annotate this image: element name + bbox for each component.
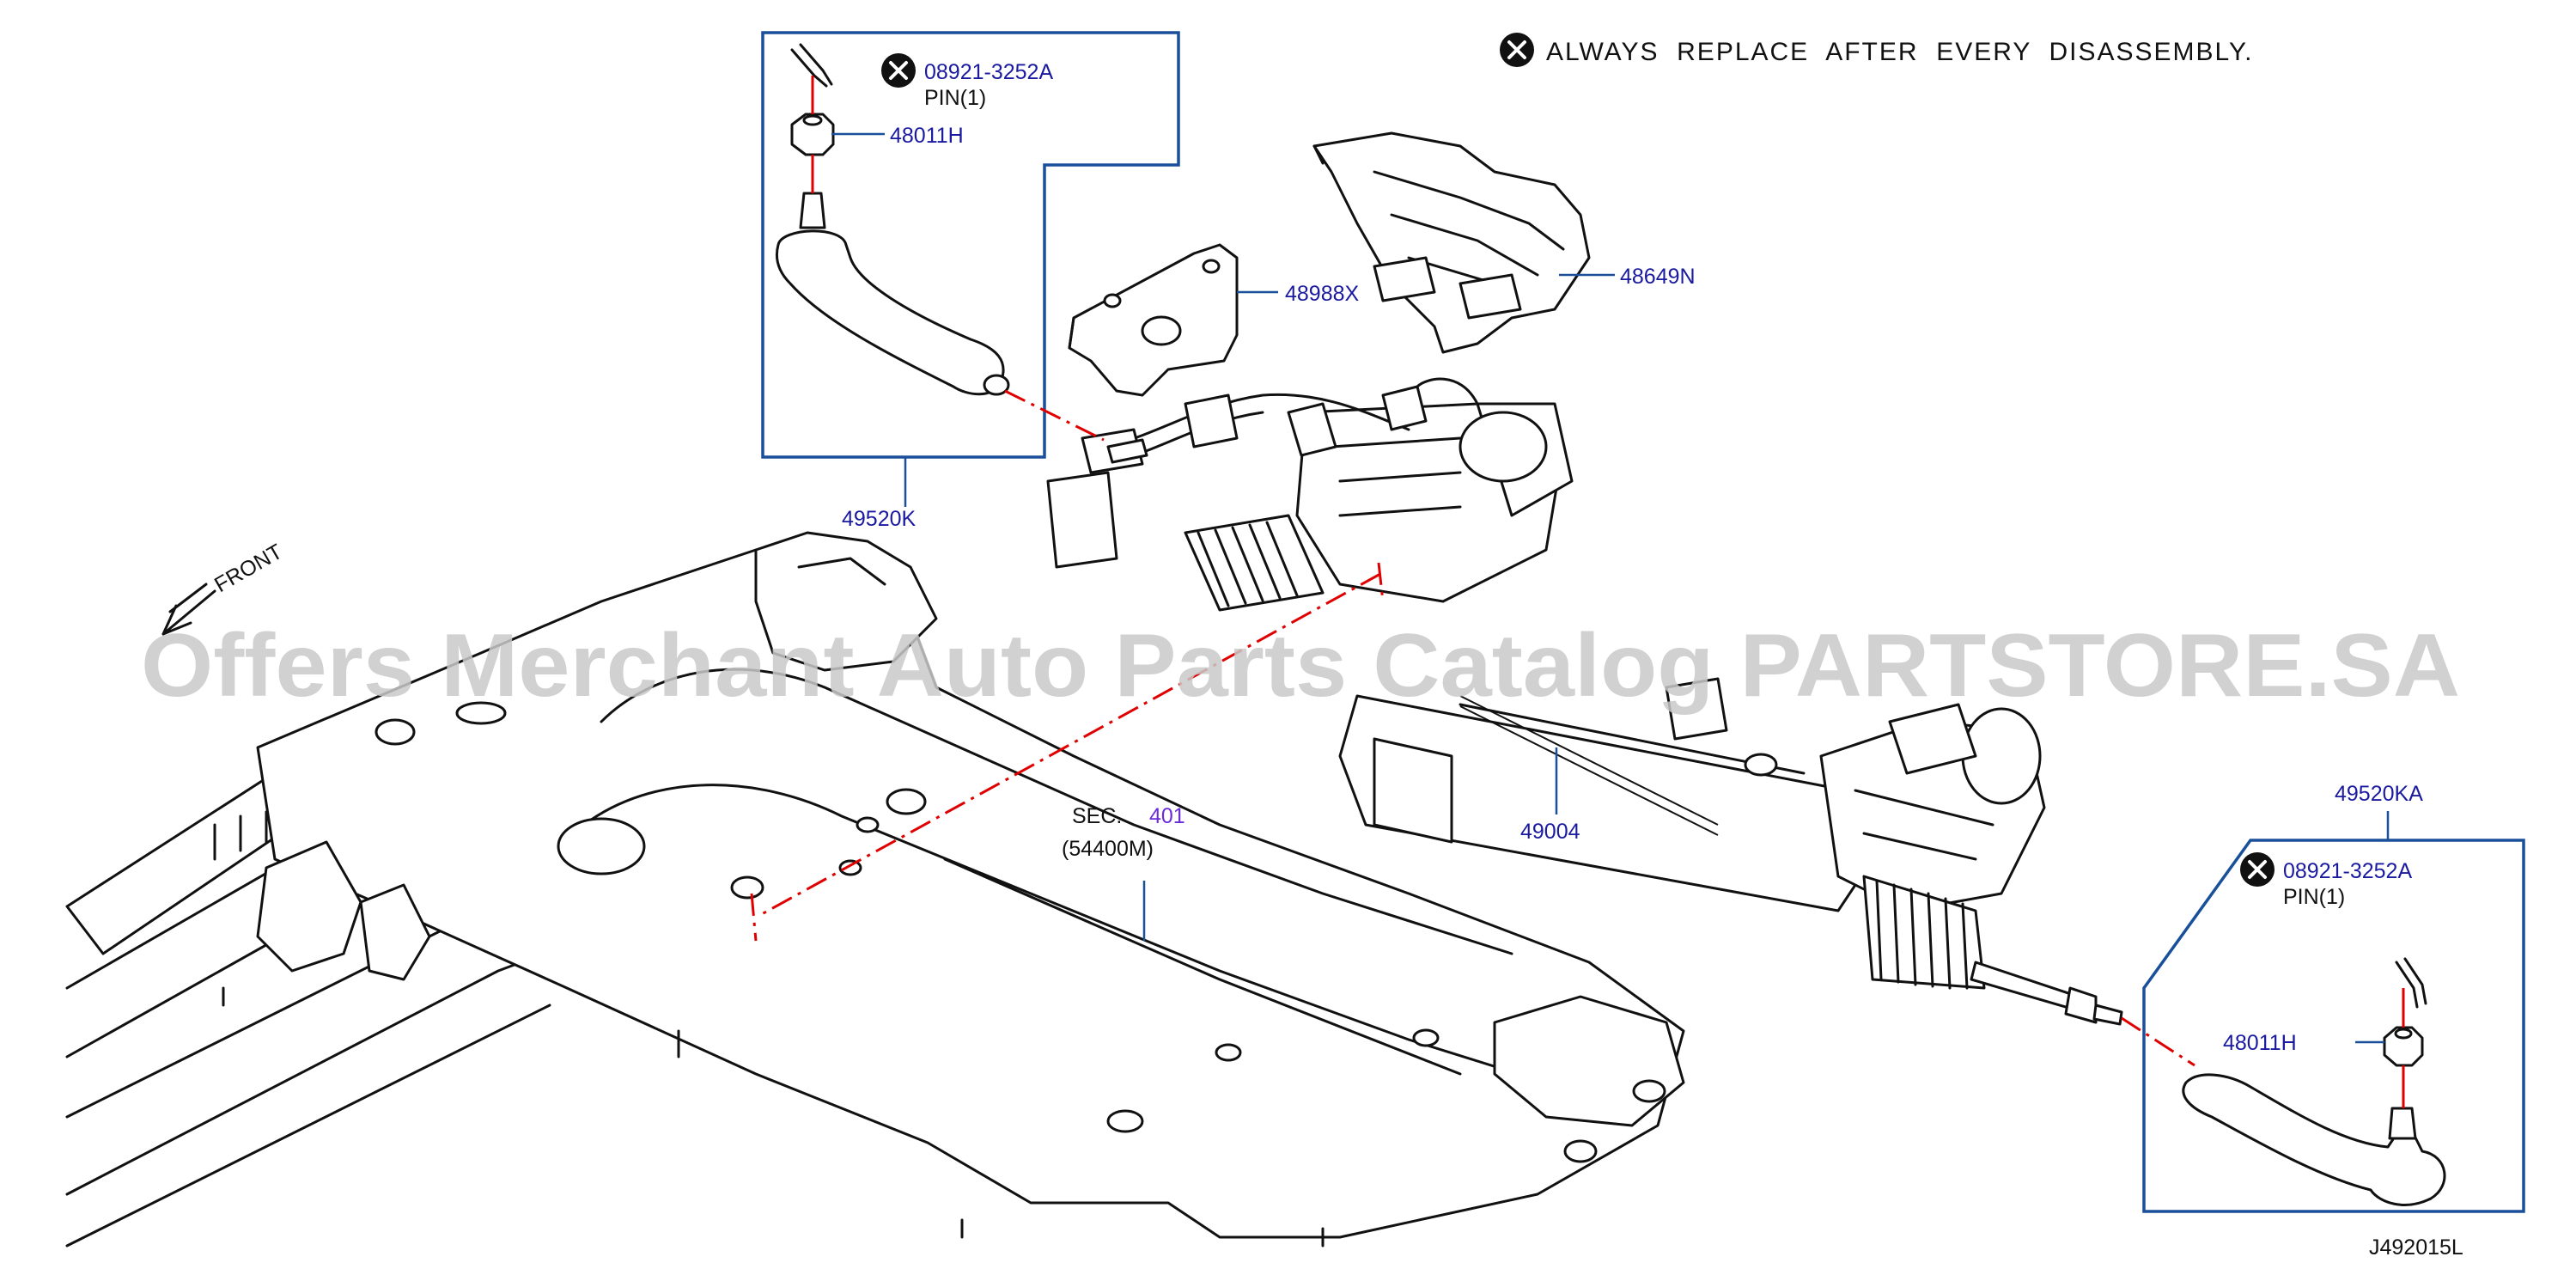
left-boot — [1184, 514, 1325, 612]
assembly-centerlines — [750, 389, 2195, 1067]
watermark-text: Offers Merchant Auto Parts Catalog PARTS… — [141, 616, 2460, 716]
section-number: 401 — [1149, 804, 1185, 828]
left-tie-rod-box — [761, 31, 1180, 459]
pin-right-x-circle-icon — [2240, 852, 2275, 887]
bracket-48988x-drawing — [1068, 243, 1239, 397]
gear-assy-part-number: 49004 — [1520, 820, 1580, 844]
pin-right-description: PIN(1) — [2283, 885, 2345, 909]
diagram-id: J492015L — [2369, 1235, 2463, 1260]
section-part-number: (54400M) — [1062, 837, 1154, 861]
pin-left-x-circle-icon — [881, 53, 916, 88]
tie-rod-left-part-number: 49520K — [842, 507, 917, 531]
tie-rod-right-part-number: 49520KA — [2335, 782, 2423, 806]
cover-48649n-drawing — [1312, 131, 1591, 354]
leader-lines — [831, 132, 2390, 1044]
section-prefix: SEC. — [1072, 804, 1122, 828]
pin-left-description: PIN(1) — [924, 86, 986, 110]
pin-left-part-number: 08921-3252A — [924, 60, 1053, 84]
nut-left-part-number: 48011H — [890, 124, 964, 148]
note-x-circle-icon — [1500, 33, 1534, 67]
front-arrow-icon — [161, 583, 216, 636]
front-label: FRONT — [210, 540, 287, 597]
pin-right-part-number: 08921-3252A — [2283, 859, 2412, 883]
front-subframe-drawing — [65, 531, 1685, 1248]
steering-gear-assembly-drawing — [1046, 377, 2123, 1026]
cover-part-number: 48649N — [1620, 265, 1696, 289]
right-tie-rod-box — [2142, 839, 2525, 1213]
replace-note: ALWAYS REPLACE AFTER EVERY DISASSEMBLY. — [1546, 38, 2254, 66]
nut-right-part-number: 48011H — [2223, 1031, 2297, 1055]
right-boot — [1862, 875, 1986, 990]
bracket-part-number: 48988X — [1285, 282, 1360, 306]
